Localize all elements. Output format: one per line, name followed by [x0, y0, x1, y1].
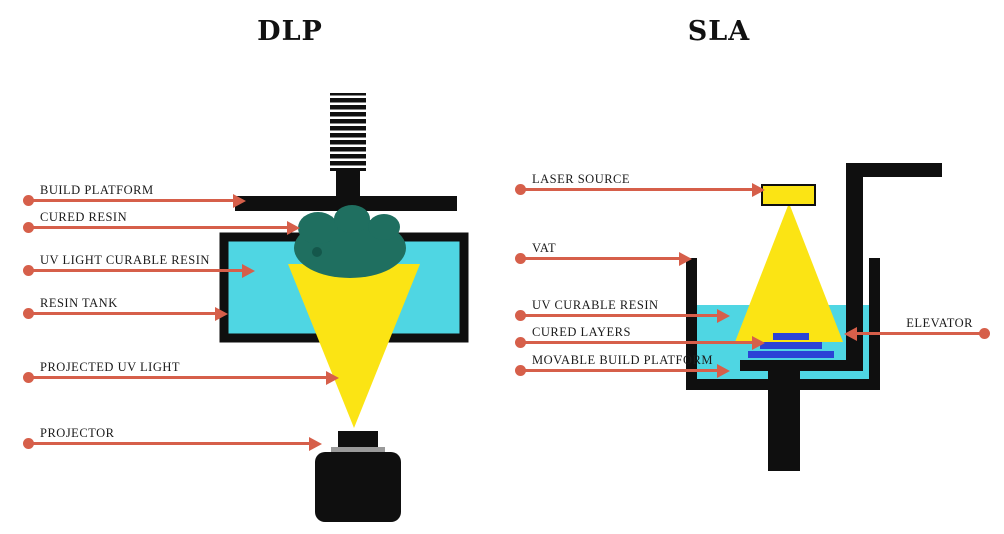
callout-label: UV LIGHT CURABLE RESIN [40, 253, 210, 267]
callout-dot [23, 222, 34, 233]
callout-uv-light-curable-resin: UV LIGHT CURABLE RESIN [23, 253, 255, 278]
callout-label: BUILD PLATFORM [40, 183, 154, 197]
vat-bottom [686, 379, 880, 390]
callout-resin-tank: RESIN TANK [23, 296, 228, 321]
vat-right-wall [869, 258, 880, 390]
callout-dot [515, 253, 526, 264]
arrowhead [233, 193, 246, 208]
callout-label: RESIN TANK [40, 296, 118, 310]
callout-label: VAT [532, 241, 557, 255]
callout-laser-source: LASER SOURCE [515, 172, 765, 197]
projector-body [315, 452, 401, 522]
callout-dot [23, 308, 34, 319]
callout-dot [23, 438, 34, 449]
arrowhead [717, 363, 730, 378]
callout-projected-uv-light: PROJECTED UV LIGHT [23, 360, 339, 385]
callout-dot [23, 195, 34, 206]
sla-title: SLA [687, 16, 751, 47]
cured-resin-blob [294, 205, 406, 278]
callout-label: PROJECTOR [40, 426, 115, 440]
arrowhead [287, 220, 300, 235]
sla-build-platform-bar [740, 360, 846, 371]
callout-label: CURED RESIN [40, 210, 128, 224]
arrowhead [752, 182, 765, 197]
laser-source-shape [761, 184, 816, 206]
callout-label: MOVABLE BUILD PLATFORM [532, 353, 713, 367]
callout-vat: VAT [515, 241, 692, 266]
callout-dot [515, 337, 526, 348]
callout-dot [23, 265, 34, 276]
rod-stem [336, 168, 360, 198]
vat-left-wall [686, 258, 697, 390]
arrowhead [717, 308, 730, 323]
arrowhead [679, 251, 692, 266]
laser-beam [735, 203, 843, 342]
arrowhead [752, 335, 765, 350]
callout-dot [515, 310, 526, 321]
callout-dot [23, 372, 34, 383]
threaded-rod [330, 93, 366, 171]
callout-label: PROJECTED UV LIGHT [40, 360, 181, 374]
callout-label: UV CURABLE RESIN [532, 298, 659, 312]
callout-uv-curable-resin: UV CURABLE RESIN [515, 298, 730, 323]
callout-movable-build-platform: MOVABLE BUILD PLATFORM [515, 353, 730, 378]
callout-dot [515, 184, 526, 195]
arrowhead [326, 370, 339, 385]
elevator-arm [846, 163, 942, 177]
callout-elevator: ELEVATOR [844, 316, 990, 341]
arrowhead [215, 306, 228, 321]
callout-cured-resin: CURED RESIN [23, 210, 300, 235]
callout-label: ELEVATOR [906, 316, 973, 330]
callout-projector: PROJECTOR [23, 426, 322, 451]
projected-uv-light-beam [288, 264, 420, 428]
callout-cured-layers: CURED LAYERS [515, 325, 765, 350]
callout-dot [979, 328, 990, 339]
dlp-build-platform-bar [235, 196, 457, 211]
callout-label: CURED LAYERS [532, 325, 631, 339]
arrowhead [309, 436, 322, 451]
arrowhead [844, 326, 857, 341]
callout-dot [515, 365, 526, 376]
projector-trim [331, 447, 385, 454]
callout-build-platform: BUILD PLATFORM [23, 183, 246, 208]
callout-label: LASER SOURCE [532, 172, 631, 186]
sla-diagram [686, 163, 942, 471]
dlp-diagram [219, 93, 469, 522]
arrowhead [242, 263, 255, 278]
projector-lens [338, 431, 378, 450]
cured-layers-shape [748, 333, 834, 358]
dlp-title: DLP [257, 16, 323, 47]
elevator-column [846, 163, 863, 371]
